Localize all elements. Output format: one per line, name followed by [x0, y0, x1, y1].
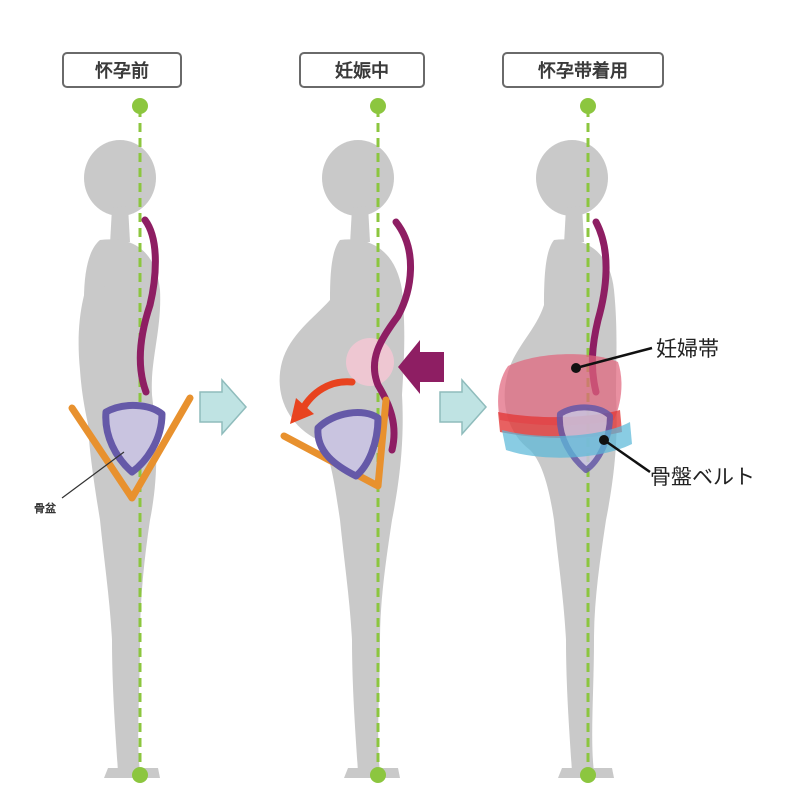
gravity-line-top-dot [580, 98, 596, 114]
pelvic-belt [502, 422, 632, 458]
panel-label-during: 妊娠中 [299, 52, 425, 88]
panel-label-belt: 怀孕带着用 [502, 52, 664, 88]
spine [370, 218, 415, 454]
spine [136, 216, 159, 396]
panel-wearing-belt: 妊婦帯 骨盤ベルト [498, 98, 755, 783]
panel-label-before: 怀孕前 [62, 52, 182, 88]
pelvis [314, 409, 382, 480]
maternity-belt-leader-line [575, 346, 653, 370]
pelvic-tilt-arrow [298, 378, 356, 414]
gravity-line-top-dot [370, 98, 386, 114]
gravity-line-bottom-dot [370, 767, 386, 783]
gravity-line-bottom-dot [132, 767, 148, 783]
panel-before-pregnancy: 骨盆 [34, 98, 194, 783]
panel-label-during-text: 妊娠中 [335, 60, 389, 82]
transition-arrow-1 [199, 378, 248, 436]
pelvis-frame [68, 394, 194, 502]
pelvic-tilt-arrowhead [290, 398, 314, 424]
gravity-line-bottom-dot [580, 767, 596, 783]
pelvis-frame [280, 396, 390, 490]
pelvis-leader-line [61, 451, 125, 499]
gravity-line-top-dot [132, 98, 148, 114]
maternity-belt-label: 妊婦帯 [656, 337, 719, 361]
pressure-arrow [398, 340, 444, 394]
lumbar-stress-highlight [346, 338, 394, 386]
pelvic-belt-label: 骨盤ベルト [650, 465, 755, 489]
panel-label-belt-text: 怀孕带着用 [538, 60, 628, 82]
pelvis-label: 骨盆 [34, 501, 57, 515]
panel-during-pregnancy [279, 98, 444, 783]
pelvic-belt-leader-line [603, 438, 651, 474]
transition-arrow-2 [439, 378, 488, 436]
panel-label-before-text: 怀孕前 [95, 60, 149, 82]
